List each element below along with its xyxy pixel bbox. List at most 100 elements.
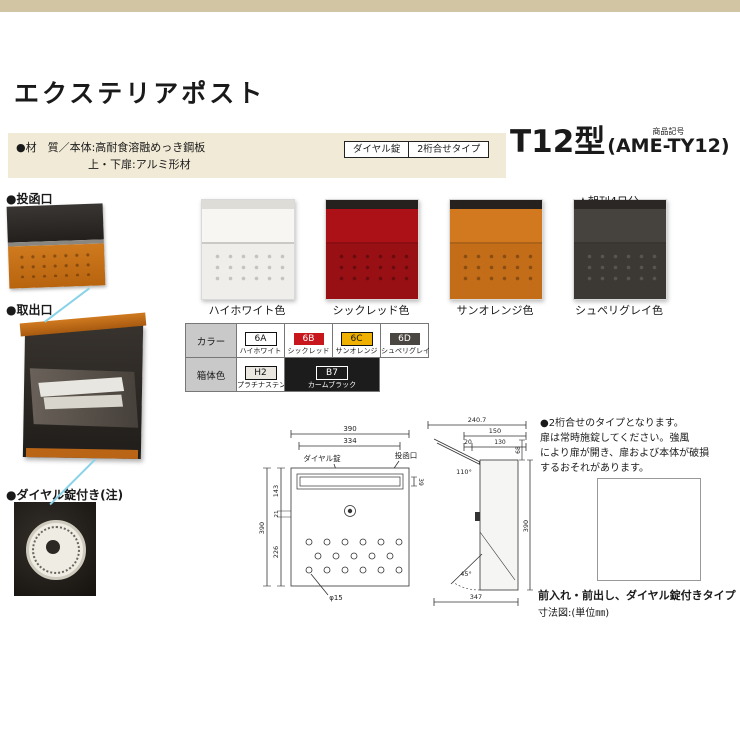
mailbox-lid (450, 209, 542, 244)
mailbox-body (326, 244, 418, 299)
variant-label-red: シックレッド色 (332, 304, 410, 317)
color-cell-6a: 6A ハイホワイト (236, 323, 285, 358)
color-name: ハイホワイト (239, 347, 282, 355)
angle-door-open: 45° (460, 570, 472, 578)
color-name: プラチナステン (237, 381, 286, 389)
dial-knob (46, 540, 60, 554)
color-code-chip: B7 (316, 366, 348, 380)
mailbox-body (574, 244, 666, 299)
dim-side-130: 130 (494, 439, 506, 446)
color-row-header: カラー (185, 323, 237, 358)
mailbox-body (7, 243, 106, 289)
mailbox-lid (326, 209, 418, 244)
material-line-1: ●材 質／本体:高耐食溶融めっき鋼板 (16, 141, 206, 154)
mailbox-top-face (326, 200, 418, 209)
type-caption: 前入れ・前出し、ダイヤル錠付きタイプ (538, 589, 736, 602)
variant-mailbox-orange (449, 199, 543, 300)
dim-side-68: 68 (515, 446, 522, 454)
mailbox-bottom-edge (25, 448, 139, 459)
product-model-block: T12型 商品記号 (AME-TY12) (510, 127, 730, 158)
variant-mailbox-red (325, 199, 419, 300)
dim-front-total-height: 390 (258, 522, 266, 534)
two-digit-type-badge: 2桁合せタイプ (408, 141, 490, 158)
front-dimension-drawing: 390 334 ダイヤル錠 投函口 39 143 21 226 390 φ15 (258, 425, 424, 602)
front-dial-label: ダイヤル錠 (303, 453, 341, 463)
material-line-2: 上・下扉:アルミ形材 (88, 158, 191, 171)
model-name: T12型 (510, 124, 606, 160)
dial-lock-badge: ダイヤル錠 (344, 141, 410, 158)
newspaper (43, 394, 124, 410)
color-table: カラー 6A ハイホワイト 6B シックレッド 6C サンオレンジ 6D シュペ… (185, 323, 430, 392)
variant-mailbox-gray (573, 199, 667, 300)
unit-caption: 寸法図:(単位㎜) (538, 608, 610, 619)
variant-label-gray: シュペリグレイ色 (575, 304, 663, 317)
open-door (29, 368, 139, 428)
dim-side-height: 390 (522, 520, 530, 532)
color-cell-6c: 6C サンオレンジ (332, 323, 381, 358)
outlet-feature-label: ●取出口 (6, 303, 53, 317)
color-code-chip: 6C (340, 332, 373, 346)
dial-feature-label: ●ダイヤル錠付き(注) (6, 488, 124, 502)
dial-lock-photo (14, 502, 96, 596)
vent-dots (335, 251, 409, 283)
dim-front-total-width: 390 (343, 425, 356, 433)
color-cell-6b: 6B シックレッド (284, 323, 333, 358)
box-color-row: 箱体色 H2 プラチナステン B7 カームブラック (185, 357, 429, 392)
slot-photo-mailbox (6, 203, 106, 289)
color-name: シックレッド (287, 347, 330, 355)
dim-hole-diameter: φ15 (329, 594, 343, 602)
side-dimension-drawing: 240.7 150 20 130 110° 68 390 45° 347 (427, 416, 533, 606)
dim-front-mid: 21 (274, 511, 280, 518)
color-code-chip: 6B (292, 332, 325, 346)
caution-note: ●2桁合せのタイプとなります。 扉は常時施錠してください。強風 により扉が開き、… (540, 418, 710, 474)
mailbox-top-face (450, 200, 542, 209)
slot-photo (6, 203, 108, 291)
color-name: カームブラック (307, 381, 357, 389)
dim-side-20: 20 (464, 439, 472, 446)
dim-front-upper: 143 (272, 485, 280, 497)
color-code-chip: H2 (244, 366, 277, 380)
color-code-chip: 6D (388, 332, 421, 346)
color-code-chip: 6A (244, 332, 277, 346)
box-color-row-header: 箱体色 (185, 357, 237, 392)
color-name: シュペリグレイ (381, 347, 430, 355)
vent-dots (459, 251, 533, 283)
color-cell-6d: 6D シュペリグレイ (380, 323, 430, 358)
mailbox-body (202, 244, 294, 299)
vent-dots (211, 251, 285, 283)
blank-figure-box (597, 478, 701, 581)
lock-type-badges: ダイヤル錠 2桁合せタイプ (344, 141, 490, 158)
dim-side-347: 347 (470, 593, 482, 601)
product-code: (AME-TY12) (607, 135, 730, 158)
dim-side-150: 150 (489, 427, 501, 435)
mailbox-body (450, 244, 542, 299)
vent-dots (583, 251, 657, 283)
dim-front-inner-width: 334 (343, 437, 357, 445)
variant-label-orange: サンオレンジ色 (456, 304, 534, 317)
dim-slot-height: 39 (417, 478, 424, 486)
dim-front-lower: 226 (272, 546, 280, 558)
mailbox-lid (574, 209, 666, 244)
product-code-label: 商品記号 (652, 127, 685, 137)
mailbox-top-face (574, 200, 666, 209)
vent-dots (16, 249, 98, 279)
mailbox-lid (6, 203, 104, 243)
top-accent-strip (0, 0, 740, 12)
dim-side-depth-open: 240.7 (468, 416, 487, 424)
mailbox-top-face (202, 200, 294, 209)
newspaper (38, 377, 125, 397)
dial-lock (26, 520, 86, 580)
angle-lid-open: 110° (456, 468, 472, 476)
front-slot-label: 投函口 (395, 450, 418, 460)
variant-mailbox-white (201, 199, 295, 300)
page-title: エクステリアポスト (14, 78, 266, 108)
product-code-block: 商品記号 (AME-TY12) (607, 128, 729, 158)
mailbox-lid (202, 209, 294, 244)
color-name: サンオレンジ (335, 347, 378, 355)
box-color-cell-h2: H2 プラチナステン (236, 357, 286, 392)
box-color-cell-b7: B7 カームブラック (284, 357, 380, 392)
variant-label-white: ハイホワイト色 (208, 304, 286, 317)
color-row: カラー 6A ハイホワイト 6B シックレッド 6C サンオレンジ 6D シュペ… (185, 323, 430, 358)
slot-feature-label: ●投函口 (6, 192, 53, 206)
outlet-photo (14, 312, 152, 464)
